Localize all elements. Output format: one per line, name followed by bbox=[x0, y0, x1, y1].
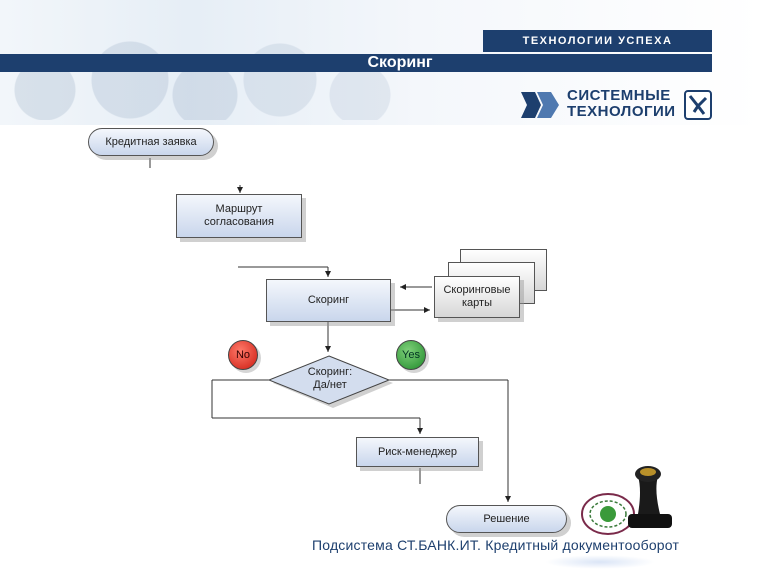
yes-label: Yes bbox=[402, 349, 420, 361]
brand-name: СИСТЕМНЫЕ ТЕХНОЛОГИИ bbox=[567, 88, 676, 120]
tagline-text: ТЕХНОЛОГИИ УСПЕХА bbox=[522, 35, 673, 47]
approval-route-node: Маршрут согласования bbox=[176, 194, 302, 238]
approval-route-label: Маршрут согласования bbox=[204, 203, 274, 229]
credit-request-node: Кредитная заявка bbox=[88, 128, 214, 156]
footer-caption: Подсистема СТ.БАНК.ИТ. Кредитный докумен… bbox=[312, 537, 680, 553]
rubber-stamp-icon bbox=[581, 466, 672, 535]
partner-logo-icon bbox=[684, 90, 712, 120]
credit-request-label: Кредитная заявка bbox=[105, 135, 197, 148]
decision-line-2: Да/нет bbox=[313, 379, 347, 391]
yes-outcome-circle: Yes bbox=[396, 340, 426, 370]
brand-line-2: ТЕХНОЛОГИИ bbox=[567, 103, 676, 120]
decision-line-1: Скоринг: bbox=[307, 366, 353, 378]
brand-line-1: СИСТЕМНЫЕ bbox=[567, 87, 671, 104]
no-outcome-circle: No bbox=[228, 340, 258, 370]
scoring-cards-node: Скоринговые карты bbox=[434, 276, 520, 318]
decision-diamond bbox=[267, 355, 391, 405]
footer-glow bbox=[545, 555, 655, 569]
scoring-label: Скоринг bbox=[307, 294, 350, 306]
result-label: Решение bbox=[483, 512, 530, 525]
risk-manager-node: Риск-менеджер bbox=[356, 437, 479, 467]
header-title-bar bbox=[0, 54, 712, 72]
approval-route-line-2: согласования bbox=[204, 216, 274, 228]
result-node: Решение bbox=[446, 505, 567, 533]
tagline-banner: ТЕХНОЛОГИИ УСПЕХА bbox=[483, 30, 712, 52]
scoring-cards-label: Скоринговые карты bbox=[443, 284, 510, 310]
scoring-cards-line-2: карты bbox=[462, 297, 492, 309]
company-logo-icon bbox=[521, 92, 559, 118]
decision-label: Скоринг: Да/нет bbox=[292, 366, 368, 392]
scoring-node: Скоринг bbox=[266, 279, 391, 322]
scoring-cards-line-1: Скоринговые bbox=[443, 284, 511, 296]
no-label: No bbox=[235, 349, 251, 361]
approval-route-line-1: Маршрут bbox=[215, 203, 263, 215]
page-title: Скоринг bbox=[367, 54, 433, 71]
risk-manager-label: Риск-менеджер bbox=[377, 445, 458, 458]
